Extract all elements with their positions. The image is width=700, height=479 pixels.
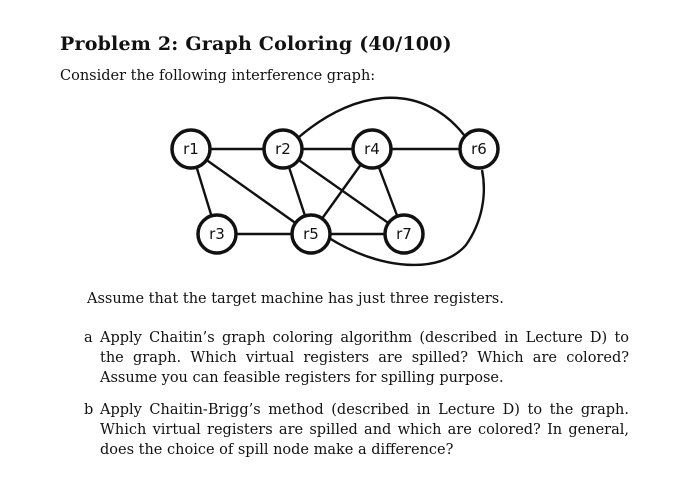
edge-r5-r6	[328, 169, 486, 267]
edge-r1-r5	[190, 148, 312, 235]
node-label: r5	[303, 225, 319, 243]
node-r6: r6	[458, 128, 500, 170]
register-assumption: Assume that the target machine has just …	[87, 291, 504, 307]
question-a: a Apply Chaitin’s graph coloring algorit…	[84, 328, 629, 388]
question-text: Apply Chaitin-Brigg’s method (described …	[100, 402, 629, 458]
question-text: Apply Chaitin’s graph coloring algorithm…	[100, 330, 629, 386]
node-r5: r5	[290, 213, 332, 255]
node-r4: r4	[351, 128, 393, 170]
problem-title: Problem 2: Graph Coloring (40/100)	[60, 33, 452, 55]
node-label: r4	[364, 140, 380, 158]
question-marker: b	[84, 402, 94, 418]
node-r2: r2	[262, 128, 304, 170]
edge-r2-r6	[298, 96, 465, 138]
problem-intro: Consider the following interference grap…	[60, 68, 376, 84]
node-label: r1	[183, 140, 199, 158]
node-label: r3	[209, 225, 225, 243]
node-r1: r1	[170, 128, 212, 170]
node-label: r6	[471, 140, 487, 158]
node-label: r7	[396, 225, 412, 243]
node-r3: r3	[196, 213, 238, 255]
question-marker: a	[84, 330, 93, 346]
node-r7: r7	[383, 213, 425, 255]
edge-r2-r7	[282, 148, 405, 235]
question-b: b Apply Chaitin-Brigg’s method (describe…	[84, 400, 629, 460]
node-label: r2	[275, 140, 291, 158]
